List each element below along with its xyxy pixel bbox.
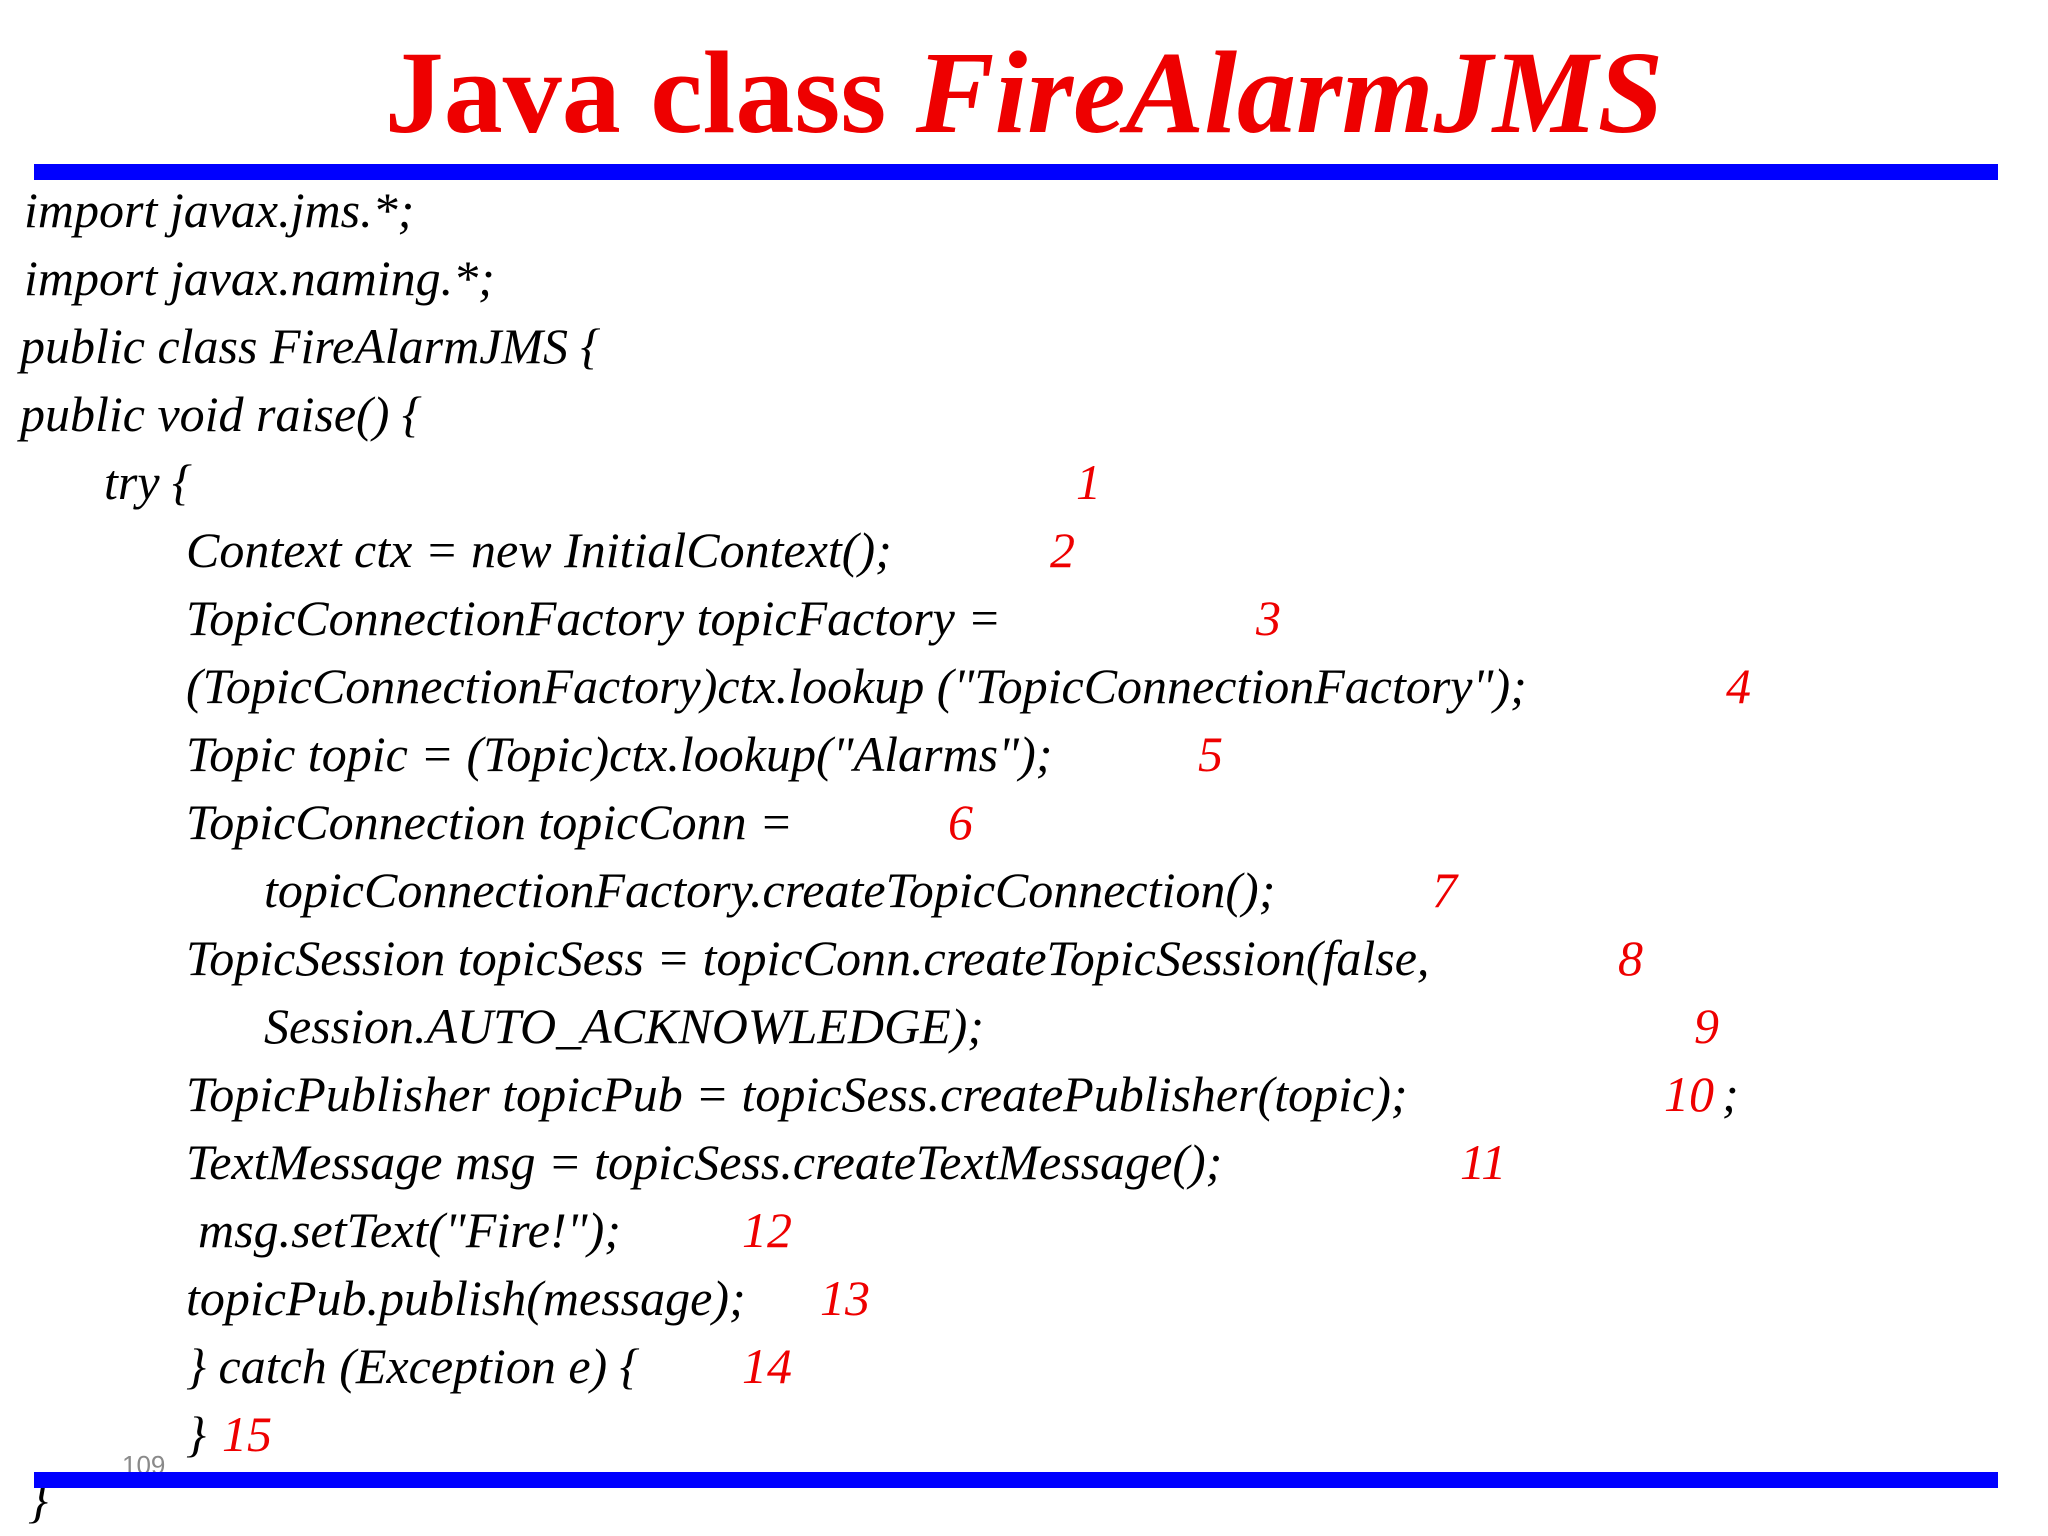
line-number: 9 xyxy=(1694,998,1719,1054)
line-number: 1 xyxy=(1076,454,1101,510)
code-line: TopicPublisher topicPub = topicSess.crea… xyxy=(186,1066,1408,1122)
line-number: 11 xyxy=(1460,1134,1507,1190)
line-number: 7 xyxy=(1432,862,1457,918)
code-line: public class FireAlarmJMS { xyxy=(20,318,601,374)
code-line: topicPub.publish(message); xyxy=(186,1270,746,1326)
code-line: TopicConnectionFactory topicFactory = xyxy=(186,590,1002,646)
code-line: Session.AUTO_ACKNOWLEDGE); xyxy=(264,998,984,1054)
code-line: try { xyxy=(104,454,193,510)
line-number: 4 xyxy=(1726,658,1751,714)
top-rule xyxy=(34,164,1998,180)
code-line: topicConnectionFactory.createTopicConnec… xyxy=(264,862,1276,918)
line-number: 8 xyxy=(1618,930,1643,986)
line-number: 14 xyxy=(742,1338,792,1394)
code-line: Topic topic = (Topic)ctx.lookup("Alarms"… xyxy=(186,726,1053,782)
line-number: 3 xyxy=(1256,590,1281,646)
code-line: msg.setText("Fire!"); xyxy=(198,1202,621,1258)
title-plain: Java class xyxy=(384,27,916,158)
line-number: 5 xyxy=(1198,726,1223,782)
trailing-semicolon: ; xyxy=(1722,1066,1739,1122)
slide-title: Java class FireAlarmJMS xyxy=(0,28,2048,158)
line-number: 12 xyxy=(742,1202,792,1258)
code-line: TopicConnection topicConn = xyxy=(186,794,793,850)
code-line: TopicSession topicSess = topicConn.creat… xyxy=(186,930,1430,986)
code-line: public void raise() { xyxy=(20,386,422,442)
code-line: import javax.jms.*; xyxy=(24,182,415,238)
code-line: Context ctx = new InitialContext(); xyxy=(186,522,892,578)
bottom-rule xyxy=(34,1472,1998,1488)
line-number: 15 xyxy=(222,1406,272,1462)
line-number: 13 xyxy=(820,1270,870,1326)
code-line: TextMessage msg = topicSess.createTextMe… xyxy=(186,1134,1223,1190)
code-line: } xyxy=(186,1406,206,1462)
code-line: } catch (Exception e) { xyxy=(186,1338,640,1394)
line-number: 10 xyxy=(1664,1066,1714,1122)
title-class-name: FireAlarmJMS xyxy=(915,27,1664,158)
code-line: import javax.naming.*; xyxy=(24,250,495,306)
line-number: 2 xyxy=(1050,522,1075,578)
code-line: (TopicConnectionFactory)ctx.lookup ("Top… xyxy=(186,658,1527,714)
line-number: 6 xyxy=(948,794,973,850)
